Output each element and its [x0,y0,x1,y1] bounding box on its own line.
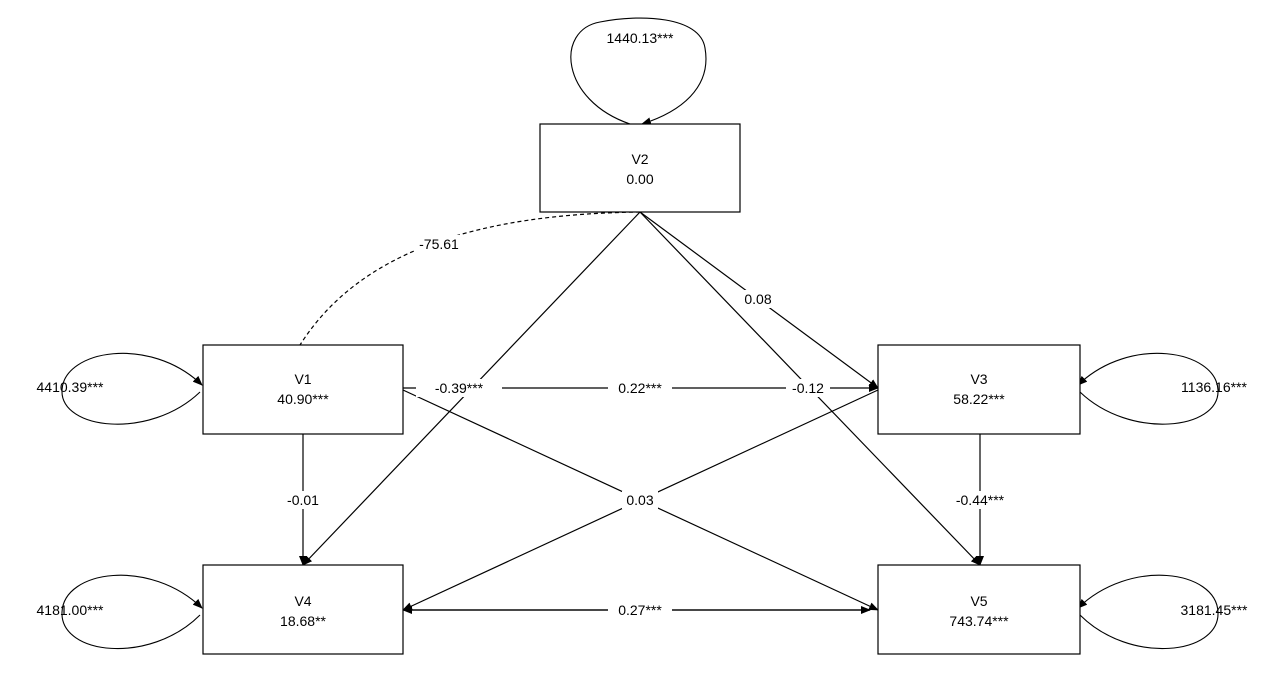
label-v2-v3: 0.08 [744,291,771,307]
node-v5-value: 743.74*** [949,613,1009,629]
variance-label-v2: 1440.13*** [607,30,675,46]
node-v3-value: 58.22*** [953,391,1005,407]
node-v2-name: V2 [631,151,648,167]
node-v2: V2 0.00 [539,123,741,213]
variance-loop-v5 [1077,574,1219,650]
label-v1-v3: 0.22*** [618,380,662,396]
label-v1-v5: 0.03 [626,492,653,508]
node-v2-value: 0.00 [626,171,653,187]
label-v1-v4: -0.01 [287,492,319,508]
covariance-v2-v1 [299,211,641,346]
variance-label-v1: 4410.39*** [37,379,105,395]
label-v2-v5: -0.12 [792,380,824,396]
node-v4: V4 18.68** [202,564,404,655]
label-v4-v5: 0.27*** [618,602,662,618]
node-v5: V5 743.74*** [877,564,1081,655]
variance-label-v3: 1136.16*** [1181,379,1247,395]
node-v3: V3 58.22*** [877,344,1081,435]
variance-loop-v2 [570,17,707,126]
variance-loop-v4 [61,574,203,650]
variance-loop-v3 [1077,352,1219,425]
node-v1-value: 40.90*** [277,391,329,407]
node-v1: V1 40.90*** [202,344,404,435]
label-v2-v1-cov: -75.61 [419,236,459,252]
variance-label-v4: 4181.00*** [37,602,105,618]
node-v4-name: V4 [294,593,311,609]
node-v1-name: V1 [294,371,311,387]
label-v3-v5: -0.44*** [956,492,1005,508]
variance-loop-v1 [61,352,203,425]
node-v3-name: V3 [970,371,987,387]
variance-label-v5: 3181.45*** [1181,602,1249,618]
node-v4-value: 18.68** [280,613,326,629]
label-v2-v4: -0.39*** [435,380,484,396]
node-v5-name: V5 [970,593,987,609]
